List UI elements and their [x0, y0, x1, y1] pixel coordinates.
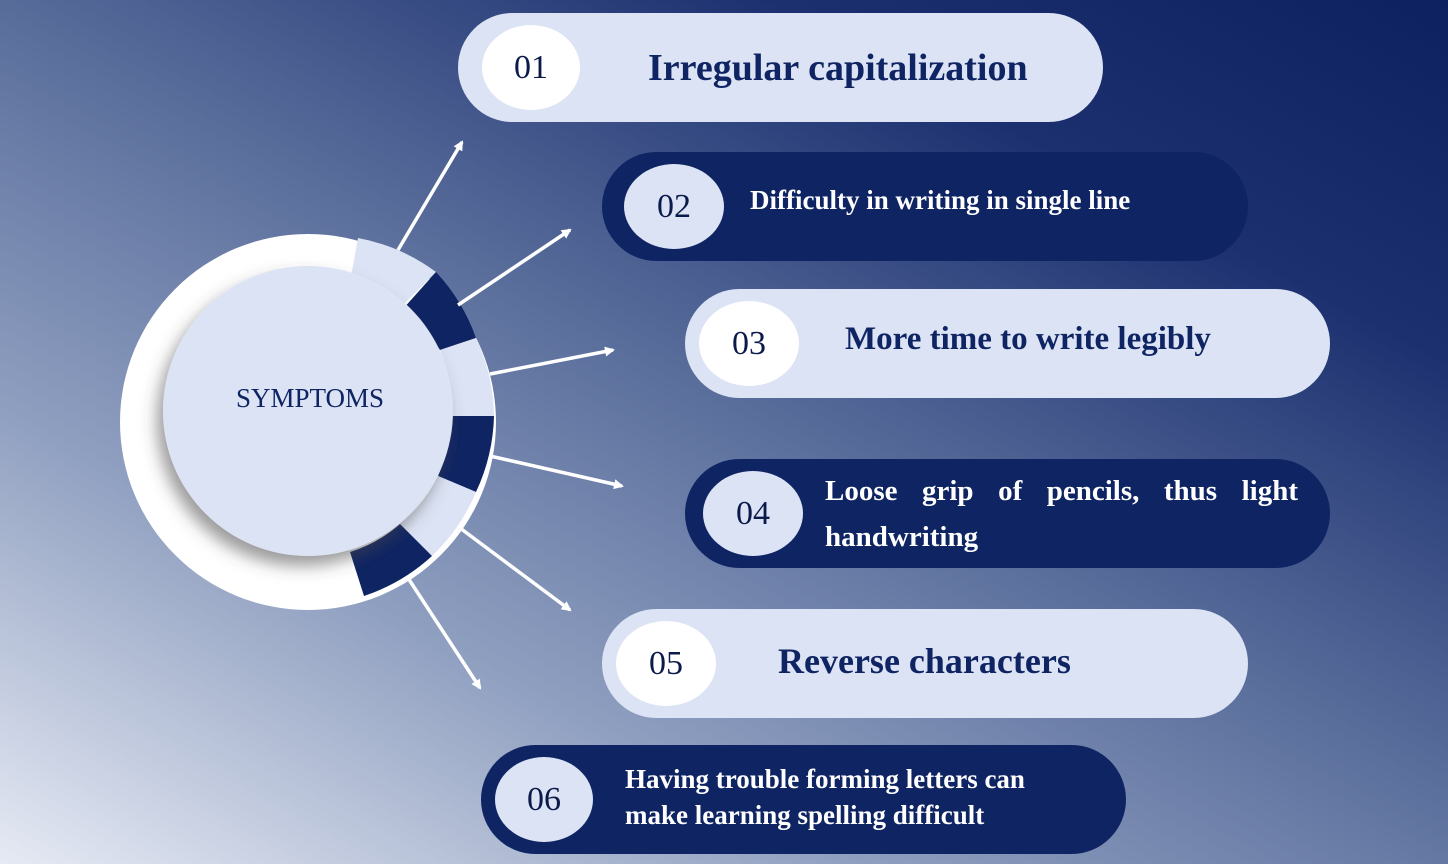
ring-segment-dark-2: [438, 416, 494, 492]
symptom-text-05: Reverse characters: [778, 640, 1071, 681]
symptom-number-03: 03: [699, 301, 799, 386]
arrow-05: [458, 526, 572, 612]
symptom-text-04: Loose grip of pencils, thus light handwr…: [825, 474, 1298, 553]
symptom-text-06: Having trouble forming letters can make …: [625, 763, 1025, 830]
ring-segment-light-1: [350, 238, 436, 308]
ring-segment-light-3: [400, 476, 476, 556]
arrow-04: [489, 454, 624, 490]
symptom-number-01: 01: [482, 25, 580, 110]
symptom-number-05: 05: [616, 621, 716, 706]
symptom-number-06: 06: [495, 757, 593, 842]
ring-segment-light-2: [440, 338, 494, 416]
symptom-text-03: More time to write legibly: [845, 321, 1211, 357]
symptom-card-03: 03 More time to write legibly: [685, 289, 1330, 398]
symptom-number-04: 04: [703, 471, 803, 556]
arrow-03: [489, 346, 615, 376]
symptom-card-04: 04 Loose grip of pencils, thus light han…: [685, 459, 1330, 568]
ring-segment-dark-1: [402, 272, 476, 350]
symptom-card-01: 01 Irregular capitalization: [458, 13, 1103, 122]
symptom-card-06: 06 Having trouble forming letters can ma…: [481, 745, 1126, 854]
arrow-01: [396, 140, 464, 251]
ring-segment-dark-3: [350, 524, 432, 596]
symptom-card-05: 05 Reverse characters: [602, 609, 1248, 718]
hub-title: SYMPTOMS: [235, 383, 385, 413]
arrow-02: [457, 228, 572, 307]
arrow-06: [406, 577, 482, 690]
symptom-number-02: 02: [624, 164, 724, 249]
hub-inner-disc: [163, 266, 453, 556]
symptom-card-02: 02 Difficulty in writing in single line: [602, 152, 1248, 261]
symptom-text-02: Difficulty in writing in single line: [750, 185, 1131, 215]
symptom-text-01: Irregular capitalization: [648, 46, 1028, 89]
